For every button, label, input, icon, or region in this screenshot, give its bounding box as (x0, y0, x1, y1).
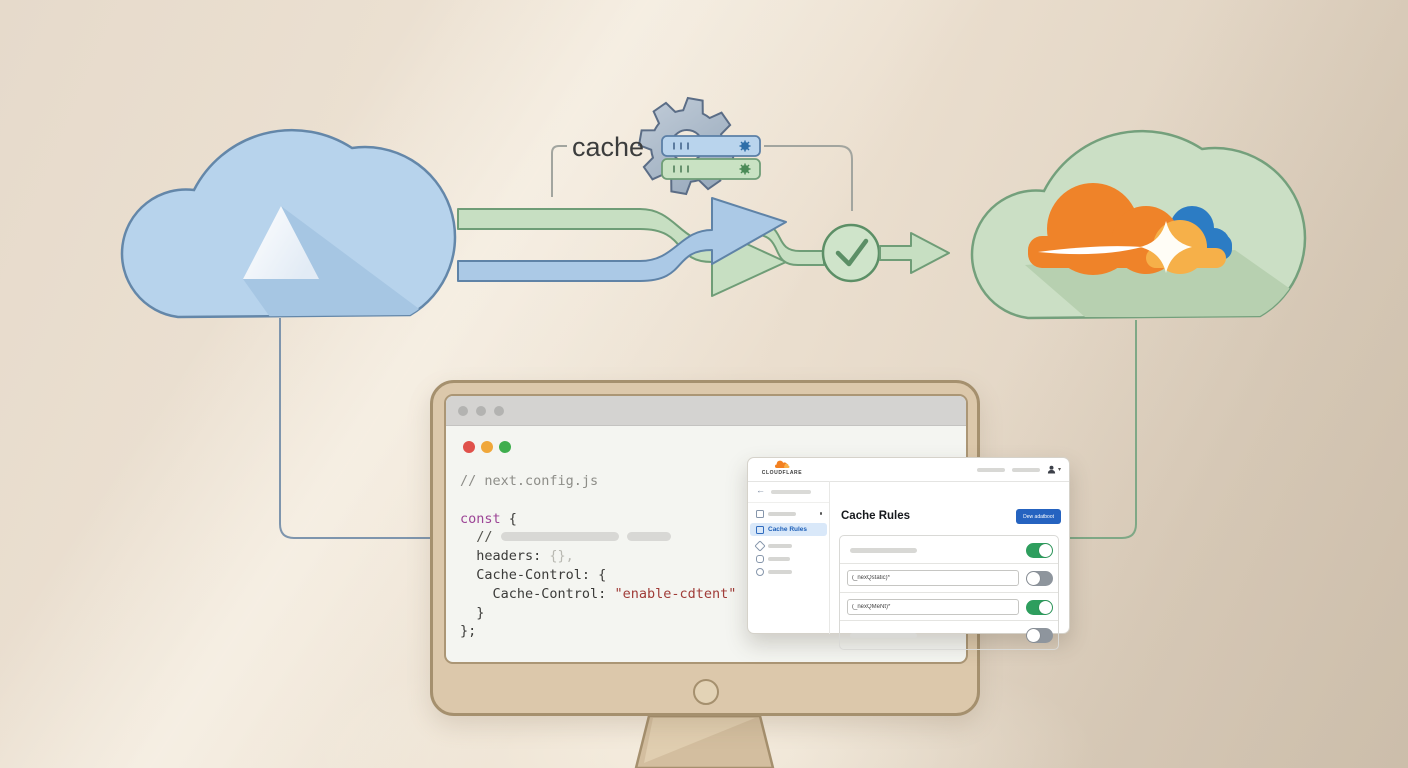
cache-rule-row (840, 536, 1058, 565)
rule-name-placeholder (850, 548, 917, 553)
nav-label-placeholder (768, 511, 796, 516)
sidebar-item[interactable] (750, 565, 827, 578)
minimize-icon (481, 441, 493, 453)
settings-icon (756, 567, 764, 576)
dashboard-header: CLOUDFLARE ▾ (748, 458, 1069, 482)
cache-rule-row (840, 621, 1058, 649)
nav-label-placeholder (768, 556, 790, 561)
exit-arrow (879, 232, 950, 274)
brand-name: CLOUDFLARE (761, 470, 803, 476)
rule-pattern-input[interactable] (847, 570, 1019, 587)
cache-bracket-right (764, 145, 853, 211)
cache-server-green (661, 158, 761, 180)
expand-dot-icon (819, 512, 822, 515)
workers-icon (756, 554, 764, 563)
titlebar-dot-icon (494, 406, 504, 416)
network-icon (754, 539, 766, 552)
code-line-close-inner: } (460, 604, 485, 621)
server-gear-icon (739, 140, 751, 152)
sidebar-item[interactable] (750, 539, 827, 552)
back-arrow-icon: ← (756, 485, 765, 495)
dashboard-sidebar: ← Cache Rules (748, 481, 830, 634)
code-line-cache-value: Cache-Control: "enable-cdtent" (460, 585, 737, 602)
monitor-stand (634, 714, 775, 768)
connector-right-line (1068, 320, 1137, 539)
code-line-const: const { (460, 510, 517, 527)
cache-rule-row (840, 564, 1058, 593)
cache-rules-icon (756, 525, 764, 534)
chevron-down-icon: ▾ (1057, 467, 1061, 473)
sidebar-back[interactable]: ← (748, 481, 829, 503)
sidebar-item-label: Cache Rules (768, 526, 808, 533)
toggle-knob (1039, 544, 1052, 557)
cloudflare-dashboard-popup: CLOUDFLARE ▾ ← (747, 457, 1071, 650)
cloudflare-brand: CLOUDFLARE (755, 460, 809, 476)
nav-label-placeholder (768, 569, 792, 574)
toggle-knob (1039, 600, 1052, 614)
code-line-close-outer: }; (460, 623, 477, 640)
vercel-triangle-icon (243, 206, 319, 279)
check-badge (821, 223, 881, 283)
sidebar-item-cache-rules[interactable]: Cache Rules (750, 523, 827, 536)
user-menu[interactable]: ▾ (1047, 465, 1061, 474)
nav-label-placeholder (768, 543, 792, 548)
monitor-button (693, 679, 719, 705)
cache-server-blue (661, 135, 761, 157)
cloudflare-logo-icon (1028, 183, 1232, 275)
cache-rules-list (839, 535, 1059, 650)
dashboard-main: Cache Rules Dew adatboot (829, 481, 1071, 650)
redacted-bar (500, 531, 619, 541)
code-line-placeholder: // (460, 528, 736, 547)
maximize-icon (499, 441, 511, 453)
code-block: // next.config.js const { // headers: {}… (460, 472, 736, 641)
cache-bracket-left (551, 145, 567, 197)
titlebar-dot-icon (458, 406, 468, 416)
blue-request-arrow (457, 197, 787, 282)
titlebar-dot-icon (476, 406, 486, 416)
rule-name-placeholder (850, 632, 917, 638)
rule-toggle[interactable] (1026, 627, 1053, 643)
window-titlebar (446, 396, 966, 426)
check-icon (835, 238, 869, 267)
server-gear-icon (739, 163, 751, 175)
source-cloud (120, 128, 457, 319)
cache-label: cache (572, 132, 644, 162)
rule-pattern-input[interactable] (847, 598, 1019, 615)
rule-toggle[interactable] (1026, 571, 1053, 587)
code-line-blank (460, 491, 736, 510)
sparkle-icon (1140, 221, 1192, 273)
back-label-placeholder (771, 490, 811, 494)
green-continuation-line (752, 220, 825, 266)
rule-toggle[interactable] (1026, 599, 1053, 615)
traffic-lights (463, 441, 511, 453)
cloudflare-cloud-icon (775, 460, 790, 468)
code-line-comment: // next.config.js (460, 473, 599, 489)
code-line-headers: headers: {}, (460, 548, 574, 565)
nav-placeholder (976, 467, 1005, 472)
user-icon (1047, 465, 1056, 474)
connector-left-line (279, 318, 436, 539)
redacted-bar (626, 531, 671, 541)
sidebar-item[interactable] (750, 507, 827, 520)
cache-rule-row (840, 593, 1058, 621)
close-icon (463, 441, 475, 453)
toggle-knob (1027, 628, 1040, 642)
page-title: Cache Rules (841, 510, 911, 522)
overview-icon (756, 509, 764, 518)
code-line-cache-open: Cache-Control: { (460, 566, 607, 583)
toggle-knob (1027, 572, 1040, 586)
rule-toggle[interactable] (1026, 543, 1053, 558)
nav-placeholder (1011, 467, 1040, 472)
save-dashboard-button[interactable]: Dew adatboot (1016, 509, 1061, 524)
sidebar-item[interactable] (750, 552, 827, 565)
